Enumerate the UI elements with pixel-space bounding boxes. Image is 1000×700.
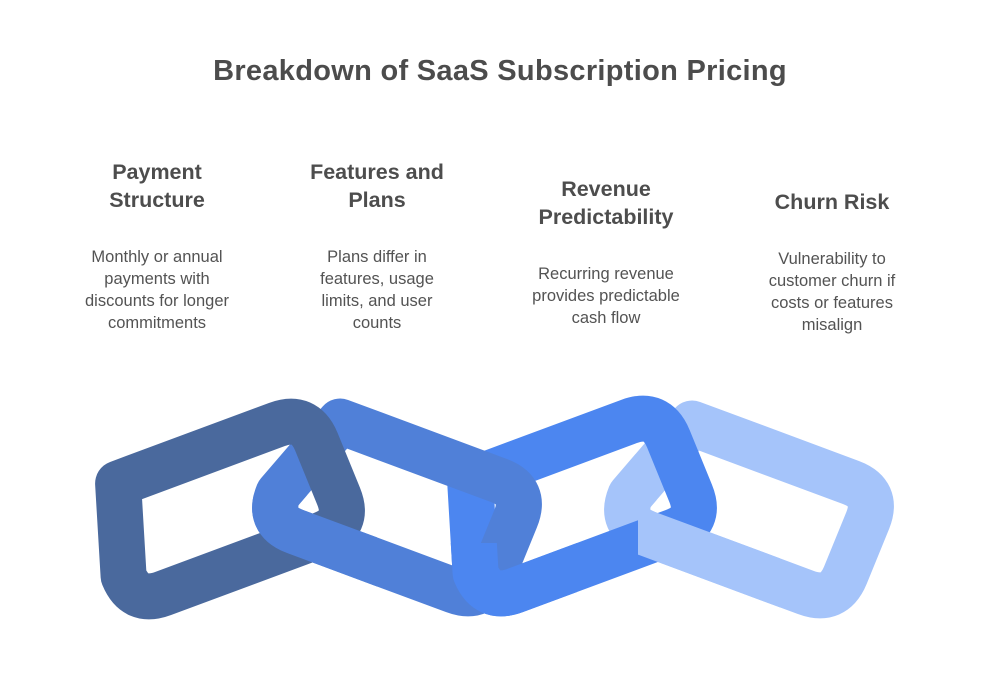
section-body: Vulnerability to customer churn if costs… xyxy=(768,250,896,334)
chain-link-1 xyxy=(95,398,365,620)
section-payment-structure: Payment Structure Monthly or annual paym… xyxy=(52,140,262,352)
section-churn-risk: Churn Risk Vulnerability to customer chu… xyxy=(726,170,938,354)
section-heading: Churn Risk xyxy=(774,190,890,214)
section-heading: Features and Plans xyxy=(310,160,444,212)
section-revenue-predictability: Revenue Predictability Recurring revenue… xyxy=(500,157,712,347)
chain-link-4 xyxy=(604,400,894,619)
chain-link-2 xyxy=(252,398,542,617)
chain-weave-patch-3-4 xyxy=(638,500,780,608)
chain-weave-patch-1-2 xyxy=(252,495,377,587)
section-features-and-plans: Features and Plans Plans differ in featu… xyxy=(272,140,482,352)
page-title: Breakdown of SaaS Subscription Pricing xyxy=(213,55,787,87)
section-body: Plans differ in features, usage limits, … xyxy=(320,248,434,332)
chain-weave-patch-2-3 xyxy=(450,543,577,617)
section-heading: Revenue Predictability xyxy=(538,177,674,229)
chain-link-3 xyxy=(447,395,717,617)
section-body: Recurring revenue provides predictable c… xyxy=(532,265,680,327)
section-heading: Payment Structure xyxy=(109,160,205,212)
section-body: Monthly or annual payments with discount… xyxy=(85,248,229,332)
